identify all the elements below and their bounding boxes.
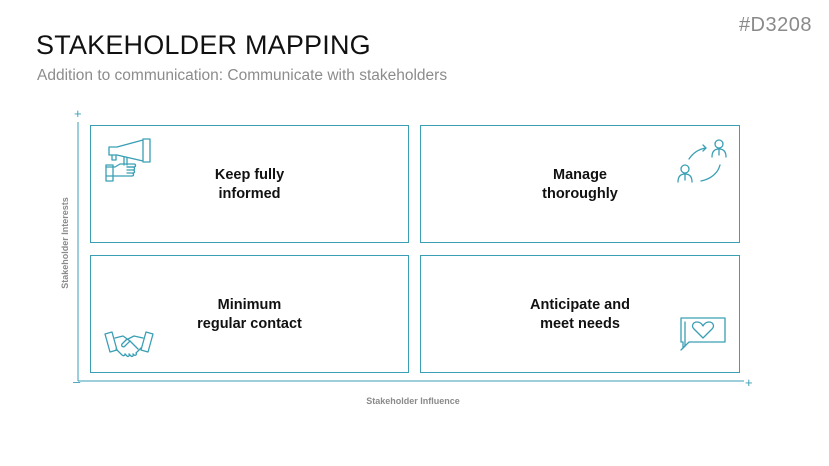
heart-chat-icon bbox=[680, 317, 726, 351]
quadrant-anticipate-and-meet-needs: Anticipate and meet needs bbox=[420, 255, 740, 373]
quadrant-label: Anticipate and meet needs bbox=[421, 296, 739, 334]
x-axis-label: Stakeholder Influence bbox=[366, 396, 460, 406]
slide-id: #D3208 bbox=[738, 14, 812, 36]
quadrant-manage-thoroughly: Manage thoroughly bbox=[420, 125, 740, 243]
quadrant-keep-fully-informed: Keep fully informed bbox=[90, 125, 409, 243]
quadrant-label-line1: Minimum bbox=[217, 297, 282, 313]
quadrant-label-line2: meet needs bbox=[540, 316, 620, 332]
y-axis-plus-marker: + bbox=[74, 106, 82, 121]
x-axis-plus-marker: + bbox=[745, 375, 753, 390]
quadrant-label: Manage thoroughly bbox=[421, 166, 739, 204]
origin-minus-marker: – bbox=[73, 374, 81, 389]
quadrant-label-line1: Manage bbox=[553, 167, 607, 183]
quadrant-label-line1: Anticipate and bbox=[530, 297, 630, 313]
page-subtitle: Addition to communication: Communicate w… bbox=[37, 67, 448, 84]
people-exchange-icon bbox=[677, 139, 727, 183]
megaphone-hand-icon bbox=[105, 138, 151, 182]
quadrant-label-line2: informed bbox=[218, 186, 281, 202]
quadrant-minimum-regular-contact: Minimum regular contact bbox=[90, 255, 409, 373]
quadrant-label: Keep fully informed bbox=[91, 166, 408, 204]
y-axis-label: Stakeholder Interests bbox=[60, 197, 70, 289]
handshake-icon bbox=[104, 331, 154, 358]
quadrant-label-line2: thoroughly bbox=[542, 186, 618, 202]
page-title: STAKEHOLDER MAPPING bbox=[36, 30, 371, 60]
quadrant-label-line2: regular contact bbox=[197, 316, 302, 332]
quadrant-label-line1: Keep fully bbox=[214, 167, 285, 183]
quadrant-label: Minimum regular contact bbox=[91, 296, 408, 334]
